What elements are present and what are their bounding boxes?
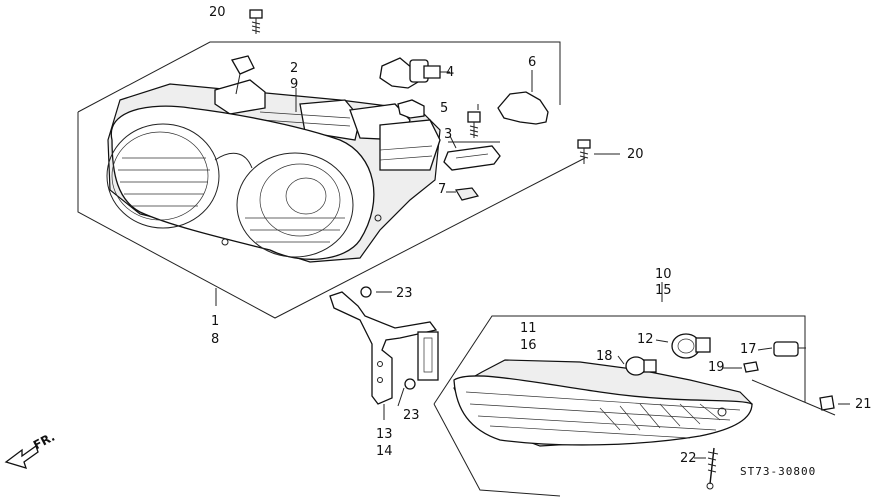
screw-23-bottom	[404, 378, 416, 390]
headlight-assembly-outline	[77, 41, 586, 319]
label-part-11: 11	[520, 321, 537, 336]
screw-23-top	[360, 286, 372, 298]
label-part-16: 16	[520, 338, 537, 353]
bulb-6	[497, 70, 549, 125]
label-part-22: 22	[680, 451, 697, 466]
label-part-1: 1	[211, 314, 220, 329]
socket-17	[773, 341, 806, 357]
label-part-6: 6	[528, 55, 537, 70]
label-part-8: 8	[211, 332, 220, 347]
bracket-plate	[443, 141, 501, 171]
screw-20-right	[577, 139, 591, 164]
label-part-18: 18	[596, 349, 613, 364]
label-part-17: 17	[740, 342, 757, 357]
label-part-4: 4	[446, 65, 455, 80]
clip-5	[397, 99, 425, 119]
label-part-10: 10	[655, 267, 672, 282]
label-part-9: 9	[290, 77, 299, 92]
label-part-20-right: 20	[627, 147, 644, 162]
label-part-5: 5	[440, 101, 449, 116]
label-part-21: 21	[855, 397, 872, 412]
label-part-23-top: 23	[396, 286, 413, 301]
front-direction-arrow	[4, 444, 39, 469]
diagram-code: ST73-30800	[740, 465, 817, 478]
turn-signal-lens	[453, 359, 753, 447]
label-part-7: 7	[438, 182, 447, 197]
label-part-19: 19	[708, 360, 725, 375]
label-part-20-top: 20	[209, 5, 226, 20]
label-part-12: 12	[637, 332, 654, 347]
bulb-4	[379, 57, 450, 89]
headlight-lens	[106, 105, 382, 260]
label-part-15: 15	[655, 283, 672, 298]
label-part-13: 13	[376, 427, 393, 442]
label-part-14: 14	[376, 444, 393, 459]
label-part-3: 3	[444, 127, 453, 142]
socket-12	[671, 333, 711, 359]
screw-22	[706, 447, 719, 490]
label-part-23-bottom: 23	[403, 408, 420, 423]
bulb-19	[743, 361, 759, 373]
pad-7	[455, 187, 480, 201]
label-part-2: 2	[290, 61, 299, 76]
mounting-bracket	[329, 291, 439, 420]
screw-20-top	[249, 9, 263, 34]
clip-21	[819, 395, 835, 411]
bolt-3	[467, 111, 481, 138]
bulb-18	[625, 356, 657, 376]
turn-signal-outline	[433, 315, 806, 497]
leader-lines	[215, 88, 850, 459]
